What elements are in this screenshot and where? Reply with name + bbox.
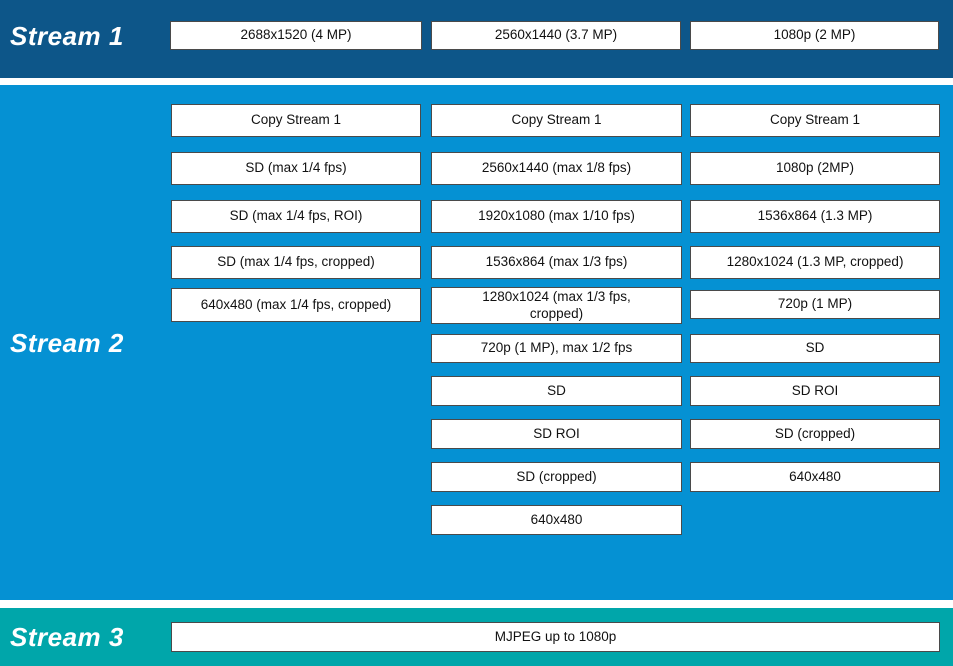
stream2-band: Stream 2 Copy Stream 1 SD (max 1/4 fps) … (0, 85, 953, 600)
option-box: 1920x1080 (max 1/10 fps) (431, 200, 682, 233)
option-box: 2560x1440 (max 1/8 fps) (431, 152, 682, 185)
option-box: SD (max 1/4 fps, ROI) (171, 200, 421, 233)
option-box: 1536x864 (max 1/3 fps) (431, 246, 682, 279)
option-box: 1280x1024 (1.3 MP, cropped) (690, 246, 940, 279)
option-box: 1080p (2MP) (690, 152, 940, 185)
option-box: SD (max 1/4 fps, cropped) (171, 246, 421, 279)
option-box: SD (431, 376, 682, 406)
option-box: 1080p (2 MP) (690, 21, 939, 50)
option-box: 720p (1 MP), max 1/2 fps (431, 334, 682, 363)
option-box: 640x480 (431, 505, 682, 535)
option-box: SD (cropped) (690, 419, 940, 449)
option-box: 640x480 (max 1/4 fps, cropped) (171, 288, 421, 322)
option-box: Copy Stream 1 (431, 104, 682, 137)
option-box: Copy Stream 1 (690, 104, 940, 137)
stream3-band: Stream 3 MJPEG up to 1080p (0, 608, 953, 666)
option-box: 1536x864 (1.3 MP) (690, 200, 940, 233)
option-box: 720p (1 MP) (690, 290, 940, 319)
option-box: MJPEG up to 1080p (171, 622, 940, 652)
option-box: SD ROI (690, 376, 940, 406)
stream1-label: Stream 1 (10, 21, 124, 51)
option-box: SD ROI (431, 419, 682, 449)
option-box: SD (690, 334, 940, 363)
option-box: SD (max 1/4 fps) (171, 152, 421, 185)
stream1-band: Stream 1 2688x1520 (4 MP) 2560x1440 (3.7… (0, 0, 953, 78)
option-box: 2560x1440 (3.7 MP) (431, 21, 681, 50)
stream2-label: Stream 2 (10, 328, 124, 358)
option-box: 2688x1520 (4 MP) (170, 21, 422, 50)
option-box: 640x480 (690, 462, 940, 492)
option-box: 1280x1024 (max 1/3 fps, cropped) (431, 287, 682, 324)
option-box: Copy Stream 1 (171, 104, 421, 137)
option-box: SD (cropped) (431, 462, 682, 492)
stream3-label: Stream 3 (10, 622, 124, 652)
